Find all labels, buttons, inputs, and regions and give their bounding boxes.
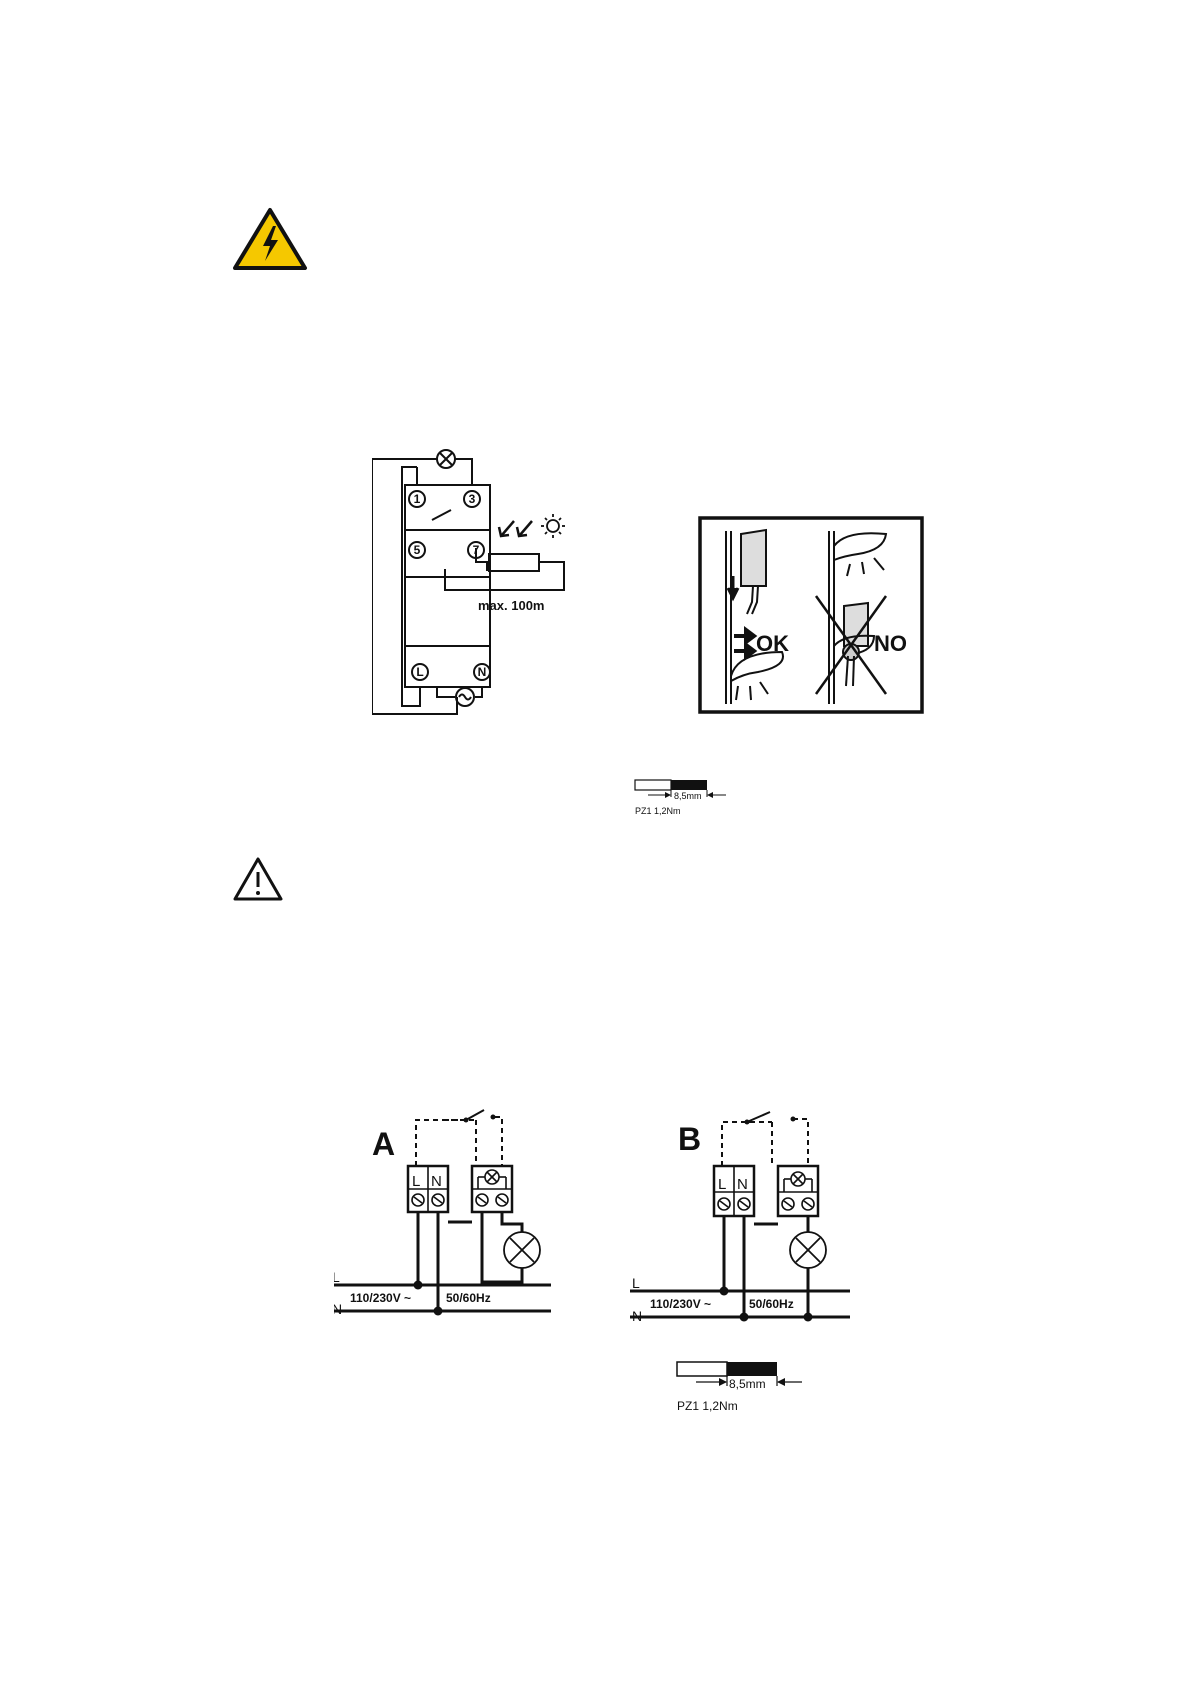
diagram-b-title: B bbox=[678, 1121, 701, 1157]
diagram-a-voltage: 110/230V ~ bbox=[350, 1291, 411, 1305]
high-voltage-warning-icon bbox=[232, 206, 308, 272]
sensor-wiring-diagram: 1 3 5 7 L N max. 100m bbox=[372, 444, 572, 720]
diagram-b-line-n: N bbox=[632, 1308, 642, 1324]
lamp-icon bbox=[504, 1232, 540, 1268]
caution-warning-icon bbox=[232, 856, 284, 902]
diagram-a-line-n: N bbox=[334, 1301, 342, 1317]
cable-length-label: max. 100m bbox=[478, 598, 545, 613]
wiring-diagram-b: B L N L N bbox=[630, 1102, 852, 1332]
diagram-b-line-l: L bbox=[632, 1275, 640, 1291]
lamp-icon bbox=[790, 1232, 826, 1268]
terminal-5: 5 bbox=[414, 543, 421, 557]
diagram-a-line-l: L bbox=[334, 1269, 340, 1285]
no-label: NO bbox=[874, 631, 907, 656]
wire-strip-indicator-small: 8,5mm PZ1 1,2Nm bbox=[634, 778, 734, 820]
diagram-b-terminal-l: L bbox=[718, 1176, 726, 1193]
diagram-a-terminal-n: N bbox=[431, 1173, 442, 1190]
strip-length-small: 8,5mm bbox=[674, 791, 702, 801]
terminal-3: 3 bbox=[469, 492, 476, 506]
screw-torque-large: PZ1 1,2Nm bbox=[677, 1399, 738, 1413]
light-sensor-icon bbox=[499, 521, 532, 536]
diagram-a-frequency: 50/60Hz bbox=[446, 1291, 491, 1305]
terminal-l: L bbox=[416, 665, 423, 679]
diagram-a-terminal-l: L bbox=[412, 1173, 420, 1190]
terminal-7: 7 bbox=[473, 543, 480, 557]
strip-length-large: 8,5mm bbox=[729, 1377, 766, 1391]
mounting-orientation-diagram: OK NO bbox=[698, 516, 924, 714]
ok-label: OK bbox=[756, 631, 789, 656]
diagram-a-title: A bbox=[372, 1126, 395, 1162]
wiring-diagram-a: A L N bbox=[334, 1102, 552, 1324]
screw-torque-small: PZ1 1,2Nm bbox=[635, 806, 681, 816]
terminal-n: N bbox=[478, 665, 487, 679]
diagram-b-frequency: 50/60Hz bbox=[749, 1297, 794, 1311]
diagram-b-voltage: 110/230V ~ bbox=[650, 1297, 711, 1311]
diagram-b-terminal-n: N bbox=[737, 1176, 748, 1193]
sun-icon bbox=[541, 514, 565, 538]
terminal-1: 1 bbox=[414, 492, 421, 506]
wire-strip-indicator-large: 8,5mm PZ1 1,2Nm bbox=[676, 1360, 816, 1420]
